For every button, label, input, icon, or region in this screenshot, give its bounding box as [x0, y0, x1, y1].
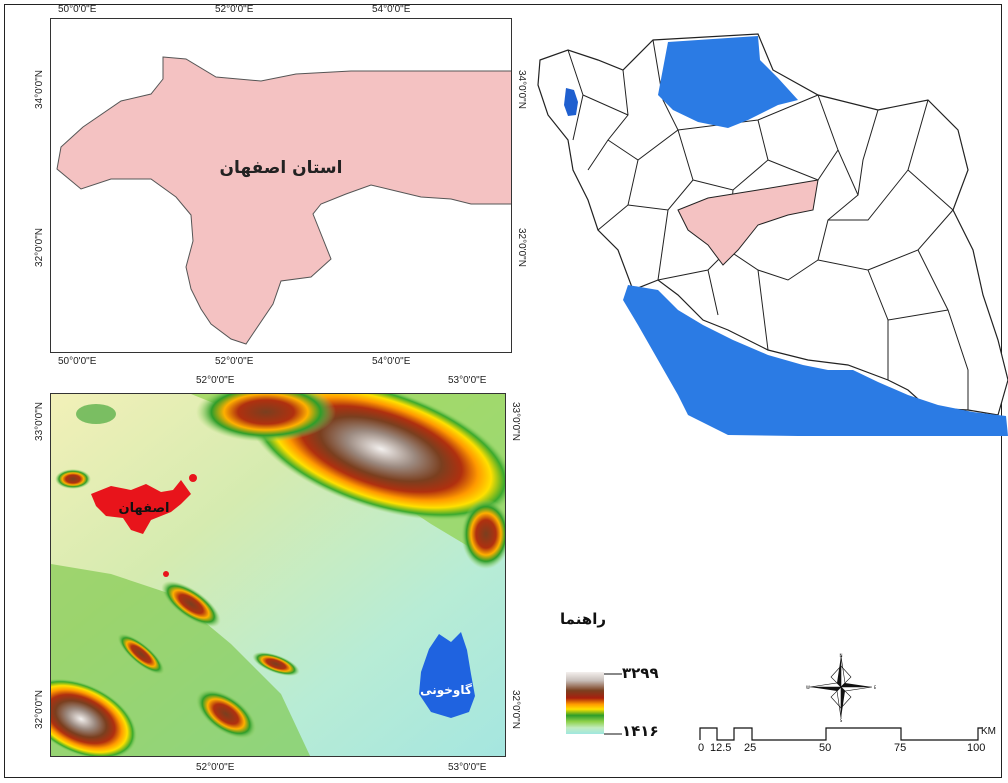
province-label: استان اصفهان — [220, 158, 343, 178]
legend-leaders — [604, 673, 622, 735]
legend-max-value: ۳۲۹۹ — [622, 664, 659, 682]
scale-label-0: 0 — [698, 742, 705, 754]
province-bottom-tick-2: 52°0'0"E — [215, 356, 254, 367]
gavkhouni-wetland[interactable] — [419, 632, 475, 718]
dem-left-tick-1: 33°0'0"N — [34, 402, 45, 441]
province-top-tick-2: 52°0'0"E — [215, 4, 254, 15]
elevation-color-ramp — [566, 672, 604, 734]
dem-top-tick-2: 53°0'0"E — [448, 375, 487, 386]
scale-label-50: 50 — [819, 742, 832, 754]
caspian-sea — [658, 36, 798, 128]
isfahan-city-outlier-2 — [163, 571, 169, 577]
south-letter: S — [840, 718, 843, 722]
dem-hill-nw — [55, 469, 91, 489]
north-arrow-icon: N E S W — [806, 653, 876, 722]
scale-label-25: 25 — [744, 742, 757, 754]
province-top-tick-1: 50°0'0"E — [58, 4, 97, 15]
lake-urmia — [564, 88, 578, 116]
west-letter: W — [806, 685, 810, 690]
province-right-tick-2: 32°0'0"N — [516, 228, 527, 267]
dem-ridge-sw-1 — [51, 678, 138, 756]
province-left-tick-2: 32°0'0"N — [34, 228, 45, 267]
scale-unit: KM — [981, 726, 996, 737]
scale-label-100: 100 — [967, 742, 986, 754]
scale-bar-graphic — [699, 727, 982, 741]
province-left-tick-1: 34°0'0"N — [34, 70, 45, 109]
dem-ridge-sw-5 — [252, 651, 300, 677]
province-top-tick-3: 54°0'0"E — [372, 4, 411, 15]
dem-right-tick-1: 33°0'0"N — [510, 402, 521, 441]
province-right-tick-1: 34°0'0"N — [516, 70, 527, 109]
dem-bottom-tick-1: 52°0'0"E — [196, 762, 235, 773]
scale-bar: 0 12.5 25 50 75 100 KM — [698, 724, 996, 754]
east-letter: E — [874, 685, 876, 690]
dem-ridge-north-2 — [196, 394, 336, 442]
dem-ridge-sw-2 — [161, 580, 221, 628]
dem-ridge-sw-4 — [117, 633, 165, 675]
isfahan-highlight[interactable] — [677, 179, 819, 266]
legend-min-value: ۱۴۱۶ — [622, 722, 659, 740]
isfahan-city-label: اصفهان — [119, 501, 170, 516]
province-bottom-tick-1: 50°0'0"E — [58, 356, 97, 367]
north-letter: N — [840, 653, 843, 658]
scale-label-75: 75 — [894, 742, 907, 754]
dem-left-tick-2: 32°0'0"N — [34, 690, 45, 729]
isfahan-city-outlier — [189, 474, 197, 482]
province-map-panel: استان اصفهان — [50, 18, 512, 353]
dem-right-tick-2: 32°0'0"N — [510, 690, 521, 729]
dem-ridge-sw-3 — [195, 689, 257, 739]
gavkhouni-label: گاوخونی — [420, 683, 472, 698]
persian-gulf — [623, 285, 1008, 436]
dem-bottom-tick-2: 53°0'0"E — [448, 762, 487, 773]
dem-top-tick-1: 52°0'0"E — [196, 375, 235, 386]
scale-label-12-5: 12.5 — [710, 742, 732, 754]
province-bottom-tick-3: 54°0'0"E — [372, 356, 411, 367]
iran-map — [537, 33, 1008, 436]
province-map: استان اصفهان — [56, 56, 512, 345]
isfahan-city[interactable] — [91, 480, 191, 534]
dem-hill-w — [76, 404, 116, 424]
isfahan-province-shape[interactable] — [56, 56, 512, 345]
dem-map: اصفهان گاوخونی — [51, 394, 505, 756]
dem-ridge-east — [461, 499, 505, 569]
dem-map-panel: اصفهان گاوخونی — [50, 393, 506, 757]
legend-title: راهنما — [560, 610, 606, 628]
